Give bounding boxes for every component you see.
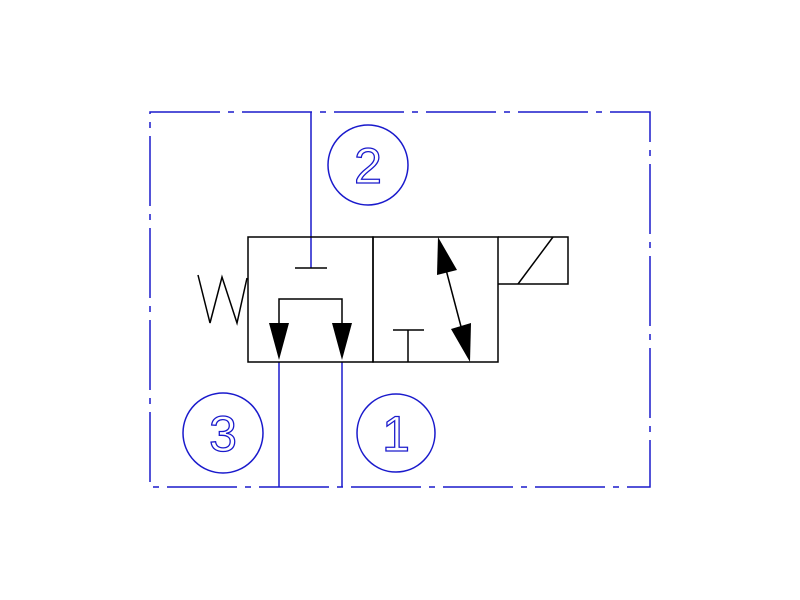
arrow-down-icon — [269, 323, 289, 360]
port-1-number: 1 — [382, 406, 410, 462]
port-1-label: 1 — [356, 393, 436, 473]
solenoid-icon — [498, 236, 569, 285]
cavity-envelope-border — [149, 111, 651, 488]
valve-right-position — [372, 236, 499, 363]
spring-icon — [197, 274, 248, 326]
port-2-label: 2 — [327, 124, 409, 206]
arrow-down-icon — [332, 323, 352, 360]
port-3-number: 3 — [209, 406, 237, 462]
port-3-label: 3 — [182, 392, 264, 474]
blocked-port-icon — [393, 329, 424, 362]
port-2-number: 2 — [354, 138, 382, 194]
bidirectional-arrow-icon — [437, 237, 471, 362]
flow-path-arrows — [269, 298, 352, 360]
